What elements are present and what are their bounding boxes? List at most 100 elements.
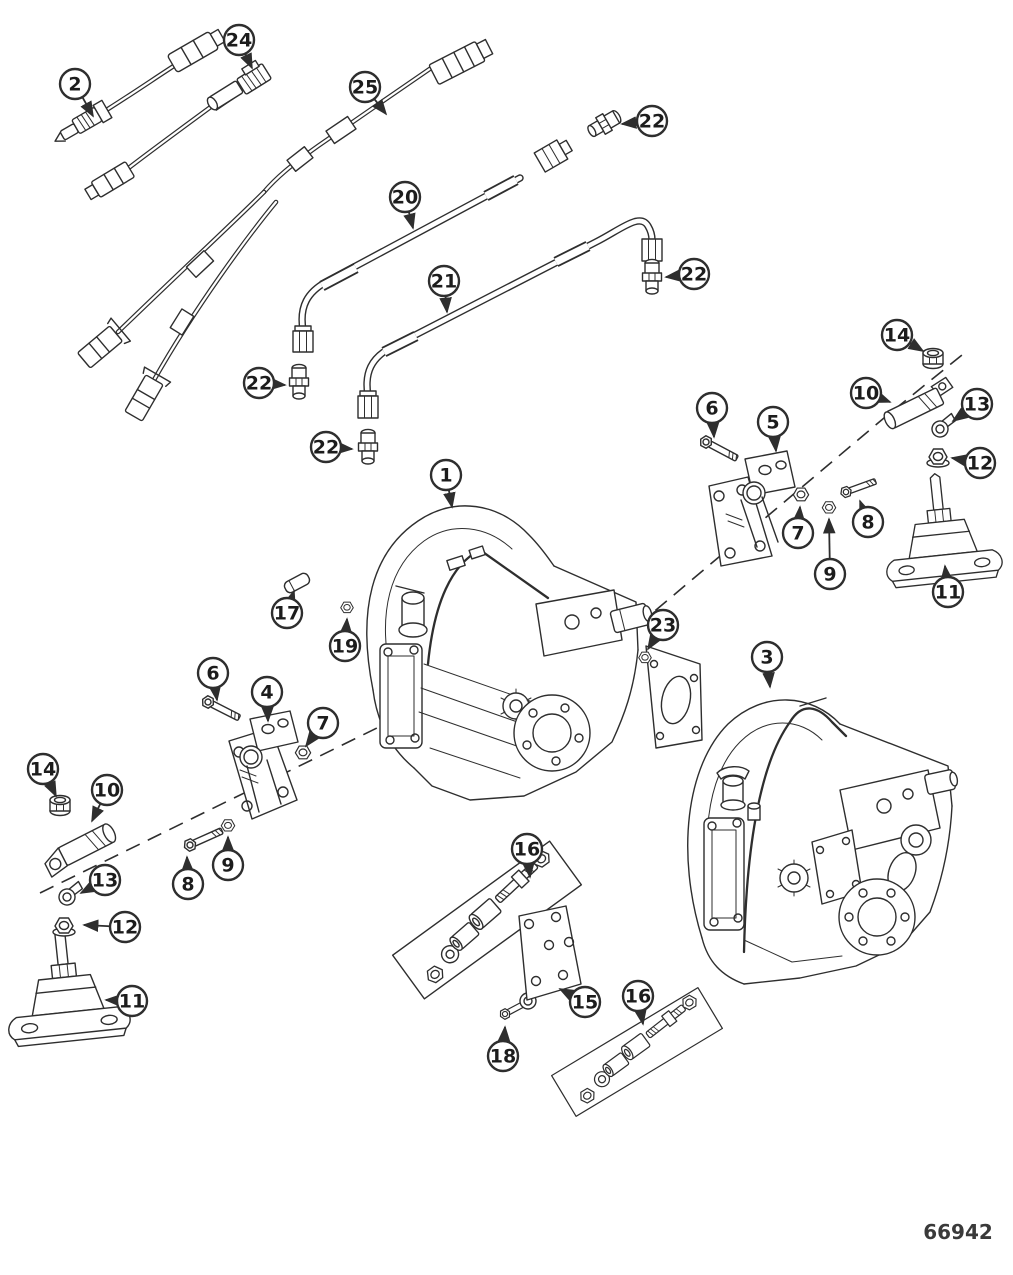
callout-25[interactable]: 25 [348, 70, 388, 116]
callout-1[interactable]: 1 [429, 458, 463, 509]
callout-17[interactable]: 17 [270, 589, 304, 630]
callout-7[interactable]: 7 [304, 706, 340, 748]
callout-balloon[interactable] [250, 675, 284, 709]
locknut-14-drawing [49, 794, 71, 817]
callout-9[interactable]: 9 [813, 517, 847, 591]
callout-2[interactable]: 2 [58, 67, 94, 118]
callout-balloon[interactable] [328, 629, 362, 663]
callout-22[interactable]: 22 [242, 366, 287, 400]
callout-12[interactable]: 12 [950, 446, 997, 480]
callout-8[interactable]: 8 [171, 855, 205, 901]
callout-4[interactable]: 4 [250, 675, 284, 723]
callout-11[interactable]: 11 [931, 564, 965, 609]
engine-mount-drawing [876, 467, 1005, 590]
bolt-8-drawing [838, 475, 878, 500]
callout-14[interactable]: 14 [880, 318, 925, 352]
callout-leader-arrow [859, 499, 872, 517]
callout-24[interactable]: 24 [222, 23, 256, 70]
callout-20[interactable]: 20 [388, 180, 422, 230]
spacer-10-drawing [44, 823, 117, 878]
callout-21[interactable]: 21 [427, 264, 461, 314]
callout-balloon[interactable] [960, 387, 994, 421]
callout-8[interactable]: 8 [851, 499, 885, 539]
callout-10[interactable]: 10 [849, 376, 892, 410]
callout-16[interactable]: 16 [621, 979, 655, 1026]
callout-number: 16 [625, 986, 651, 1008]
callout-balloon[interactable] [677, 257, 711, 291]
callout-balloon[interactable] [750, 640, 784, 674]
callout-6[interactable]: 6 [695, 391, 729, 439]
callout-number: 16 [514, 839, 540, 861]
fitting-22-drawing [583, 106, 625, 142]
callout-23[interactable]: 23 [646, 608, 680, 651]
callout-16[interactable]: 16 [510, 832, 544, 879]
alignment-dashed-line-left [39, 702, 429, 894]
callout-balloon[interactable] [348, 70, 382, 104]
callout-22[interactable]: 22 [664, 257, 711, 291]
callout-leader-arrow [80, 96, 94, 118]
callout-leader-arrow [44, 780, 57, 798]
callout-balloon[interactable] [388, 180, 422, 214]
callout-balloon[interactable] [309, 430, 343, 464]
callout-balloon[interactable] [270, 596, 304, 630]
callout-13[interactable]: 13 [79, 863, 122, 897]
callout-balloon[interactable] [695, 391, 729, 425]
callout-balloon[interactable] [756, 405, 790, 439]
callout-number: 14 [884, 325, 910, 347]
callout-6[interactable]: 6 [196, 656, 230, 702]
callout-balloon[interactable] [510, 832, 544, 866]
callout-balloon[interactable] [211, 848, 245, 882]
callout-5[interactable]: 5 [756, 405, 790, 453]
callout-number: 10 [853, 383, 879, 405]
callout-balloon[interactable] [427, 264, 461, 298]
callout-11[interactable]: 11 [104, 984, 149, 1018]
callout-balloon[interactable] [171, 867, 205, 901]
tab-washer-13-drawing [55, 880, 87, 908]
callout-7[interactable]: 7 [781, 505, 815, 550]
callout-balloon[interactable] [568, 985, 602, 1019]
nut-9-drawing [821, 501, 837, 514]
callout-balloon[interactable] [196, 656, 230, 690]
callout-9[interactable]: 9 [211, 835, 245, 882]
callout-balloon[interactable] [88, 863, 122, 897]
callout-18[interactable]: 18 [486, 1025, 520, 1073]
callout-22[interactable]: 22 [309, 430, 354, 464]
callout-balloon[interactable] [108, 910, 142, 944]
callout-balloon[interactable] [242, 366, 276, 400]
callout-22[interactable]: 22 [620, 104, 669, 138]
callout-balloon[interactable] [931, 575, 965, 609]
callout-leader-arrow [403, 211, 416, 230]
callout-balloon[interactable] [880, 318, 914, 352]
bolt-6-drawing [199, 693, 243, 724]
callout-balloon[interactable] [813, 557, 847, 591]
callout-leader-arrow [792, 505, 806, 522]
callout-number: 11 [935, 582, 961, 604]
callout-balloon[interactable] [58, 67, 92, 101]
callout-12[interactable]: 12 [82, 910, 142, 944]
callout-balloon[interactable] [851, 505, 885, 539]
callout-balloon[interactable] [849, 376, 883, 410]
callout-balloon[interactable] [115, 984, 149, 1018]
callout-balloon[interactable] [222, 23, 256, 57]
callout-3[interactable]: 3 [750, 640, 784, 689]
callout-balloon[interactable] [621, 979, 655, 1013]
callout-balloon[interactable] [90, 773, 124, 807]
callout-leader-arrow [762, 671, 775, 689]
callout-10[interactable]: 10 [90, 773, 124, 823]
callout-balloon[interactable] [635, 104, 669, 138]
callout-balloon[interactable] [26, 752, 60, 786]
callout-14[interactable]: 14 [26, 752, 60, 798]
callout-balloon[interactable] [429, 458, 463, 492]
callout-balloon[interactable] [646, 608, 680, 642]
callout-balloon[interactable] [963, 446, 997, 480]
callout-number: 10 [94, 780, 120, 802]
callout-balloon[interactable] [306, 706, 340, 740]
callout-balloon[interactable] [486, 1039, 520, 1073]
callout-19[interactable]: 19 [328, 617, 362, 663]
callout-15[interactable]: 15 [558, 985, 602, 1019]
callout-13[interactable]: 13 [951, 387, 994, 423]
callout-balloon[interactable] [781, 516, 815, 550]
